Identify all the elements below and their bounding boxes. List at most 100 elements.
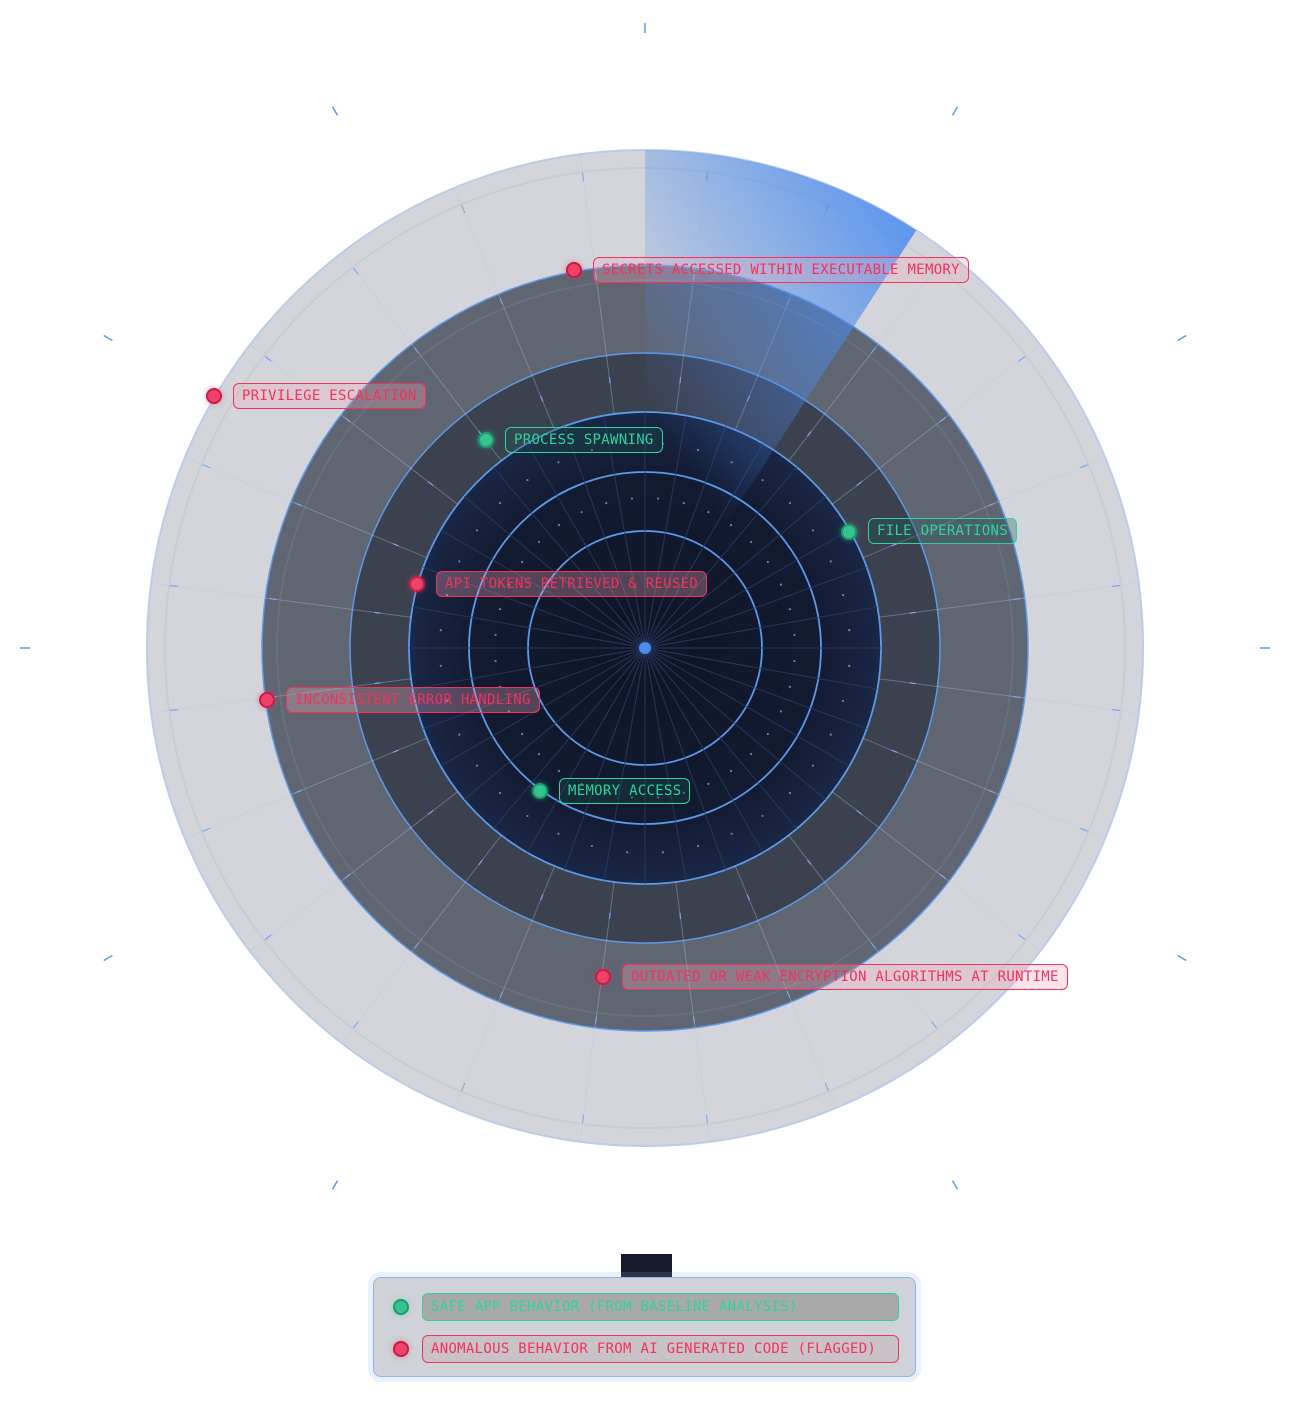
grid-dot: [458, 560, 461, 563]
grid-dot: [749, 752, 753, 756]
core-spoke: [563, 647, 646, 870]
behavior-label: MEMORY ACCESS: [559, 778, 691, 804]
grid-dot: [682, 791, 685, 794]
core-spoke: [440, 647, 646, 767]
ring-tick: [679, 912, 682, 919]
legend: SAFE APP BEHAVIOR (FROM BASELINE ANALYSI…: [373, 1277, 916, 1377]
ring-tick: [295, 502, 303, 507]
grid-dot: [590, 844, 594, 848]
core-spoke: [463, 647, 646, 801]
grid-dot: [729, 769, 733, 772]
behavior-label: PROCESS SPAWNING: [505, 427, 663, 453]
outer-tick: [951, 106, 959, 116]
grid-dot: [557, 769, 561, 772]
ring-tick: [352, 1021, 359, 1029]
grid-dot: [848, 629, 851, 632]
grid-dot: [761, 478, 764, 482]
outer-spoke: [862, 456, 1106, 559]
grid-dot: [605, 791, 608, 794]
ring-tick: [1018, 355, 1026, 362]
grid-dot: [580, 782, 583, 786]
outer-spoke: [151, 582, 412, 618]
anomalous-marker-dot: [566, 262, 582, 278]
grid-dot: [696, 844, 700, 848]
anomalous-marker-dot: [259, 692, 275, 708]
outer-tick: [331, 106, 339, 116]
outer-spoke: [788, 834, 949, 1044]
outer-spoke: [249, 791, 459, 952]
outer-tick: [103, 334, 113, 342]
ring-tick: [539, 894, 544, 901]
core-spoke: [644, 495, 827, 649]
outer-spoke: [453, 865, 556, 1109]
radial-spokes: [151, 154, 1139, 1142]
grid-dot: [749, 540, 753, 544]
grid-dot: [526, 478, 529, 482]
ring-tick: [870, 942, 876, 949]
core-spoke: [644, 647, 827, 801]
grid-dot: [526, 814, 529, 818]
ring-tick: [987, 502, 995, 507]
ring-tick: [428, 481, 434, 486]
ring-tick: [987, 789, 995, 794]
ring-tick: [295, 789, 303, 794]
grid-dot: [439, 664, 442, 667]
ring-tick: [595, 1016, 598, 1024]
grid-dot: [707, 782, 710, 786]
ring-tick: [1111, 708, 1120, 712]
outer-spoke: [788, 252, 949, 462]
ring-tick: [392, 542, 399, 547]
behavior-label: OUTDATED OR WEAK ENCRYPTION ALGORITHMS A…: [622, 964, 1068, 990]
grid-dot: [445, 699, 449, 703]
outer-spoke: [184, 737, 428, 840]
grid-dot: [793, 659, 796, 663]
behavior-label: FILE OPERATIONS: [868, 518, 1017, 544]
outer-spoke: [878, 582, 1139, 618]
core-spoke: [492, 647, 646, 830]
ring-tick: [269, 598, 277, 601]
outer-spoke: [831, 344, 1041, 505]
grid-dot: [498, 501, 502, 505]
anomalous-marker-dot: [409, 576, 425, 592]
core-spoke: [644, 566, 867, 649]
outer-spoke: [675, 881, 711, 1142]
ring-tick: [939, 417, 946, 423]
legend-item-anomalous: ANOMALOUS BEHAVIOR FROM AI GENERATED COD…: [391, 1335, 899, 1363]
safe-marker-dot: [532, 783, 548, 799]
ring-tick: [824, 1082, 829, 1091]
ring-tick: [499, 990, 504, 998]
outer-spoke: [341, 834, 502, 1044]
ring-tick: [170, 584, 179, 588]
outer-spoke: [862, 737, 1106, 840]
ring-tick: [807, 859, 812, 865]
core-spoke: [440, 529, 646, 649]
grid-dot: [656, 796, 660, 799]
core-spoke: [644, 647, 764, 853]
ring-tick: [608, 912, 611, 919]
core-spoke: [644, 466, 798, 649]
grid-dot: [788, 791, 792, 795]
grid-dot: [557, 832, 560, 835]
grid-dot: [537, 752, 541, 756]
core-spoke: [526, 443, 646, 649]
ring-tick: [939, 873, 946, 879]
grid-dot: [766, 560, 769, 564]
grid-dot: [580, 510, 583, 514]
grid-dot: [788, 685, 791, 688]
core-spoke: [644, 606, 878, 649]
outer-spoke: [249, 344, 459, 505]
outer-tick: [331, 1180, 339, 1190]
core-spoke: [412, 647, 646, 690]
ring-tick: [931, 1021, 938, 1029]
outer-spoke: [878, 678, 1139, 714]
grid-dot: [793, 633, 796, 637]
grid-dot: [730, 832, 733, 835]
ring-tick: [539, 395, 544, 402]
grid-dot: [761, 814, 764, 818]
grid-dot: [439, 629, 442, 632]
ring-tick: [202, 827, 211, 832]
ring-tick: [909, 682, 916, 685]
ring-tick: [856, 481, 862, 486]
core-spoke: [644, 647, 727, 870]
